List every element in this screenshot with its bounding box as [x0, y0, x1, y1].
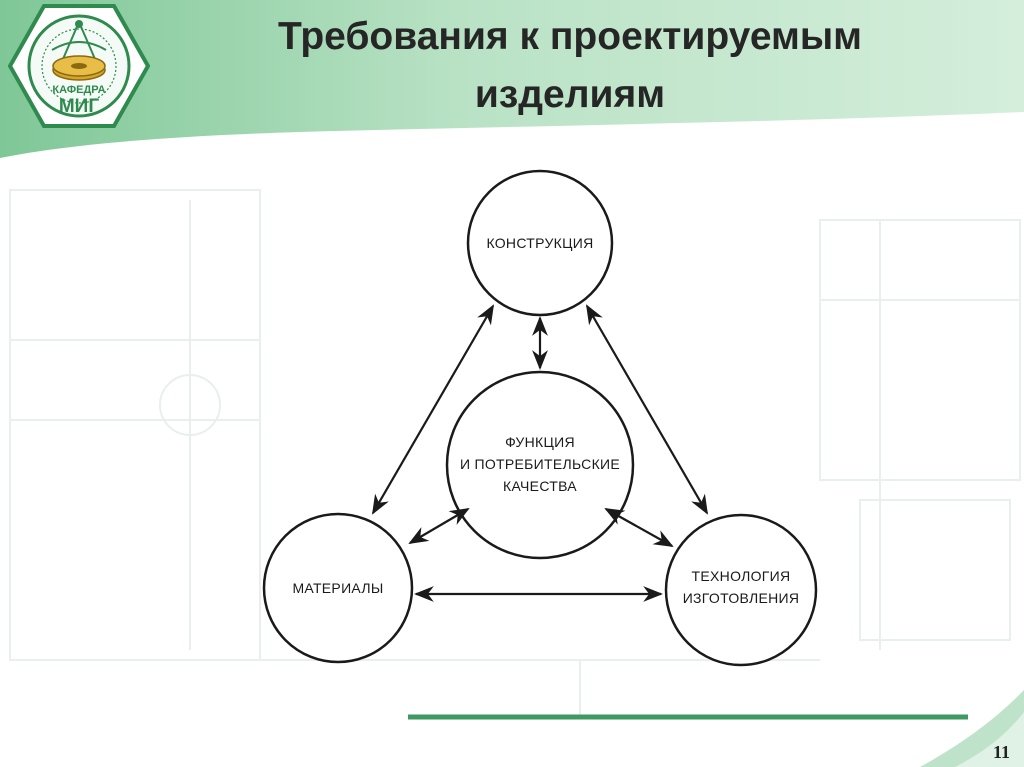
- header-band: [0, 0, 1024, 158]
- node-technology-line-2: ИЗГОТОВЛЕНИЯ: [682, 590, 800, 606]
- edge-function-technology: [604, 508, 674, 547]
- node-construction-text: КОНСТРУКЦИЯ: [486, 235, 594, 251]
- page-title: Требования к проектируемым изделиям: [200, 8, 940, 124]
- page-number: 11: [992, 742, 1010, 762]
- node-materials-text: МАТЕРИАЛЫ: [292, 580, 384, 596]
- node-materials-label: МАТЕРИАЛЫ: [268, 577, 408, 599]
- logo-bottom-text: МИГ: [59, 96, 99, 117]
- department-logo: КАФЕДРА МИГ: [8, 4, 150, 128]
- gear-compass-emblem-icon: [8, 4, 150, 128]
- node-function-line-1: ФУНКЦИЯ: [505, 434, 575, 450]
- node-materials: [262, 512, 414, 664]
- edge-construction-technology: [586, 304, 708, 515]
- node-function-line-3: КАЧЕСТВА: [503, 478, 577, 494]
- page-title-line-2: изделиям: [474, 73, 666, 116]
- node-technology: [664, 513, 818, 667]
- node-technology-label: ТЕХНОЛОГИЯ ИЗГОТОВЛЕНИЯ: [666, 565, 816, 609]
- edge-function-materials: [408, 507, 470, 545]
- page-title-line-1: Требования к проектируемым: [277, 15, 863, 58]
- node-function-line-2: И ПОТРЕБИТЕЛЬСКИЕ: [459, 456, 621, 472]
- node-construction: [466, 169, 614, 317]
- edge-construction-materials: [372, 304, 494, 515]
- node-construction-label: КОНСТРУКЦИЯ: [460, 232, 620, 254]
- node-technology-line-1: ТЕХНОЛОГИЯ: [691, 568, 791, 584]
- node-function-label: ФУНКЦИЯ И ПОТРЕБИТЕЛЬСКИЕ КАЧЕСТВА: [440, 431, 640, 497]
- logo-top-text: КАФЕДРА: [52, 84, 105, 96]
